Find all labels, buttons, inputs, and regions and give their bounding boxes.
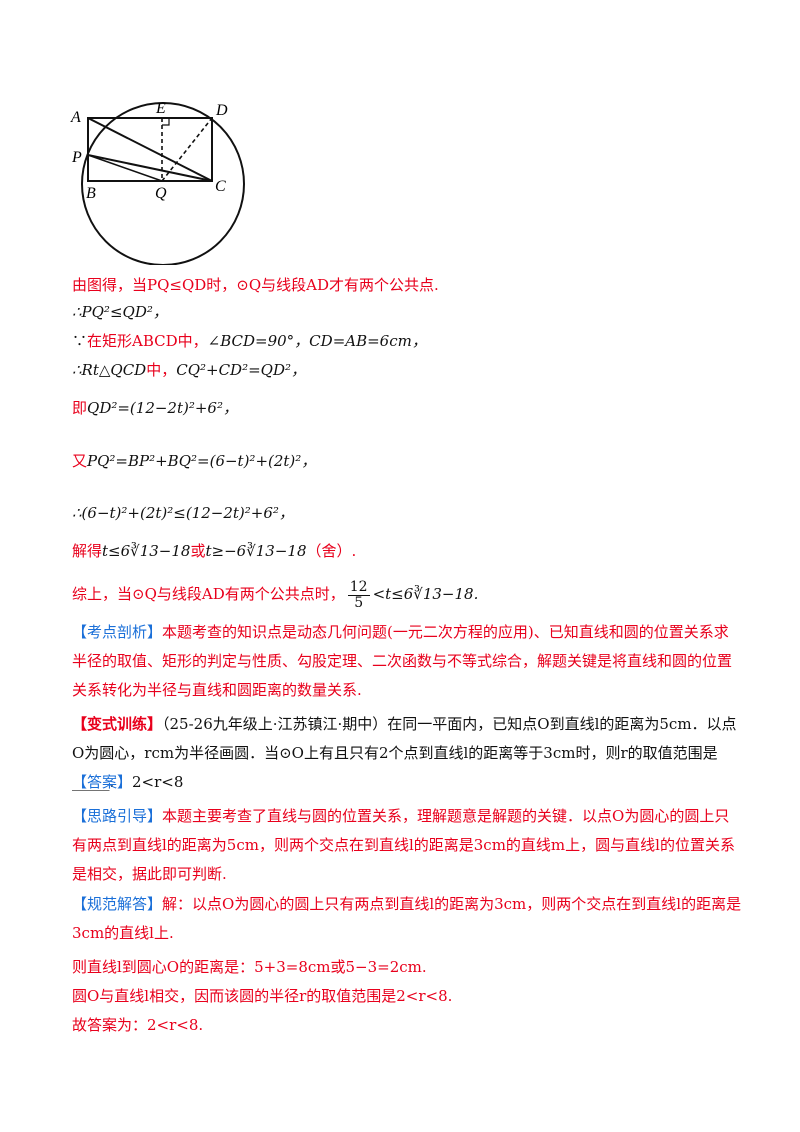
circle-q bbox=[81, 102, 245, 265]
range-formula: <t≤6∛13−18. bbox=[372, 585, 479, 603]
variant-text: （25-26九年级上·江苏镇江·期中）在同一平面内，已知点O到直线l的距离为5c… bbox=[72, 715, 737, 791]
label-c: C bbox=[215, 178, 226, 195]
solution-text: 解：以点O为圆心的圆上只有两点到直线l的距离为3cm，则两个交点在到直线l的距离… bbox=[72, 895, 742, 942]
label-e: E bbox=[155, 100, 166, 117]
triangle-text: ∴Rt△QCD bbox=[72, 361, 147, 379]
root-1: t≤6∛13−18 bbox=[102, 542, 191, 560]
also-text: 又 bbox=[72, 452, 88, 470]
conclusion-text: 综上，当⊙Q与线段AD有两个公共点时， bbox=[72, 585, 345, 603]
discard-text: （舍）. bbox=[306, 542, 357, 560]
qd-formula: QD²=(12−2t)²+6²， bbox=[87, 399, 238, 417]
solution-line-1: 由图得，当PQ≤QD时，⊙Q与线段AD才有两个公共点. bbox=[72, 276, 439, 294]
solve-text: 解得 bbox=[72, 542, 103, 560]
fraction-numerator: 12 bbox=[347, 578, 370, 596]
solution-line-8: 解得t≤6∛13−18或t≥−6∛13−18（舍）. bbox=[72, 540, 356, 562]
guide-text: 本题主要考查了直线与圆的位置关系，理解题意是解题的关键．以点O为圆心的圆上只有两… bbox=[72, 807, 735, 883]
variant-section: 【变式训练】（25-26九年级上·江苏镇江·期中）在同一平面内，已知点O到直线l… bbox=[72, 710, 742, 797]
label-q: Q bbox=[155, 185, 167, 202]
that-is-text: 即 bbox=[72, 399, 88, 417]
label-p: P bbox=[71, 149, 82, 166]
solution-line-3: ∵在矩形ABCD中，∠BCD=90°，CD=AB=6cm， bbox=[72, 330, 427, 352]
solution-tag: 【规范解答】 bbox=[72, 895, 163, 913]
geometry-figure: A E D P B Q C bbox=[70, 100, 245, 265]
because-symbol: ∵ bbox=[72, 332, 88, 350]
rectangle-text: 在矩形ABCD中， bbox=[87, 332, 208, 350]
solution-line-5: 即QD²=(12−2t)²+6²， bbox=[72, 397, 238, 419]
root-2: t≥−6∛13−18 bbox=[205, 542, 307, 560]
answer-tag: 【答案】 bbox=[72, 773, 133, 791]
pq-formula: PQ²=BP²+BQ²=(6−t)²+(2t)²， bbox=[87, 452, 317, 470]
solution-line-2: ∴PQ²≤QD²， bbox=[72, 303, 168, 321]
rectangle-abcd bbox=[87, 117, 213, 182]
solution-line-radius: 圆O与直线l相交，因而该圆的半径r的取值范围是2<r<8. bbox=[72, 987, 453, 1005]
label-b: B bbox=[86, 185, 96, 202]
fraction-denominator: 5 bbox=[354, 594, 364, 611]
analysis-tag: 【考点剖析】 bbox=[72, 623, 163, 641]
analysis-text: 本题考查的知识点是动态几何问题(一元二次方程的应用)、已知直线和圆的位置关系求半… bbox=[72, 623, 733, 699]
solution-line-7: ∴(6−t)²+(2t)²≤(12−2t)²+6²， bbox=[72, 504, 294, 522]
label-d: D bbox=[215, 102, 228, 119]
answer-section: 【答案】2<r<8 bbox=[72, 768, 742, 797]
analysis-section: 【考点剖析】本题考查的知识点是动态几何问题(一元二次方程的应用)、已知直线和圆的… bbox=[72, 618, 742, 705]
label-a: A bbox=[70, 109, 81, 126]
solution-line-6: 又PQ²=BP²+BQ²=(6−t)²+(2t)²， bbox=[72, 450, 316, 472]
segment-pq bbox=[87, 154, 163, 182]
solution-line-answer: 故答案为：2<r<8. bbox=[72, 1016, 204, 1034]
or-text: 或 bbox=[190, 542, 206, 560]
segment-ac bbox=[87, 117, 213, 182]
solution-section: 【规范解答】解：以点O为圆心的圆上只有两点到直线l的距离为3cm，则两个交点在到… bbox=[72, 890, 742, 948]
guide-section: 【思路引导】本题主要考查了直线与圆的位置关系，理解题意是解题的关键．以点O为圆心… bbox=[72, 802, 742, 889]
angle-formula: ∠BCD=90°，CD=AB=6cm， bbox=[207, 332, 427, 350]
answer-text: 2<r<8 bbox=[132, 773, 184, 791]
pythagoras-formula: CQ²+CD²=QD²， bbox=[176, 361, 306, 379]
variant-tag: 【变式训练】 bbox=[72, 715, 163, 733]
in-text: 中， bbox=[146, 361, 177, 379]
guide-tag: 【思路引导】 bbox=[72, 807, 163, 825]
segment-pc bbox=[87, 154, 213, 182]
solution-line-4: ∴Rt△QCD中，CQ²+CD²=QD²， bbox=[72, 359, 306, 381]
solution-line-distance: 则直线l到圆心O的距离是：5+3=8cm或5−3=2cm. bbox=[72, 958, 427, 976]
right-angle-mark bbox=[162, 118, 170, 126]
